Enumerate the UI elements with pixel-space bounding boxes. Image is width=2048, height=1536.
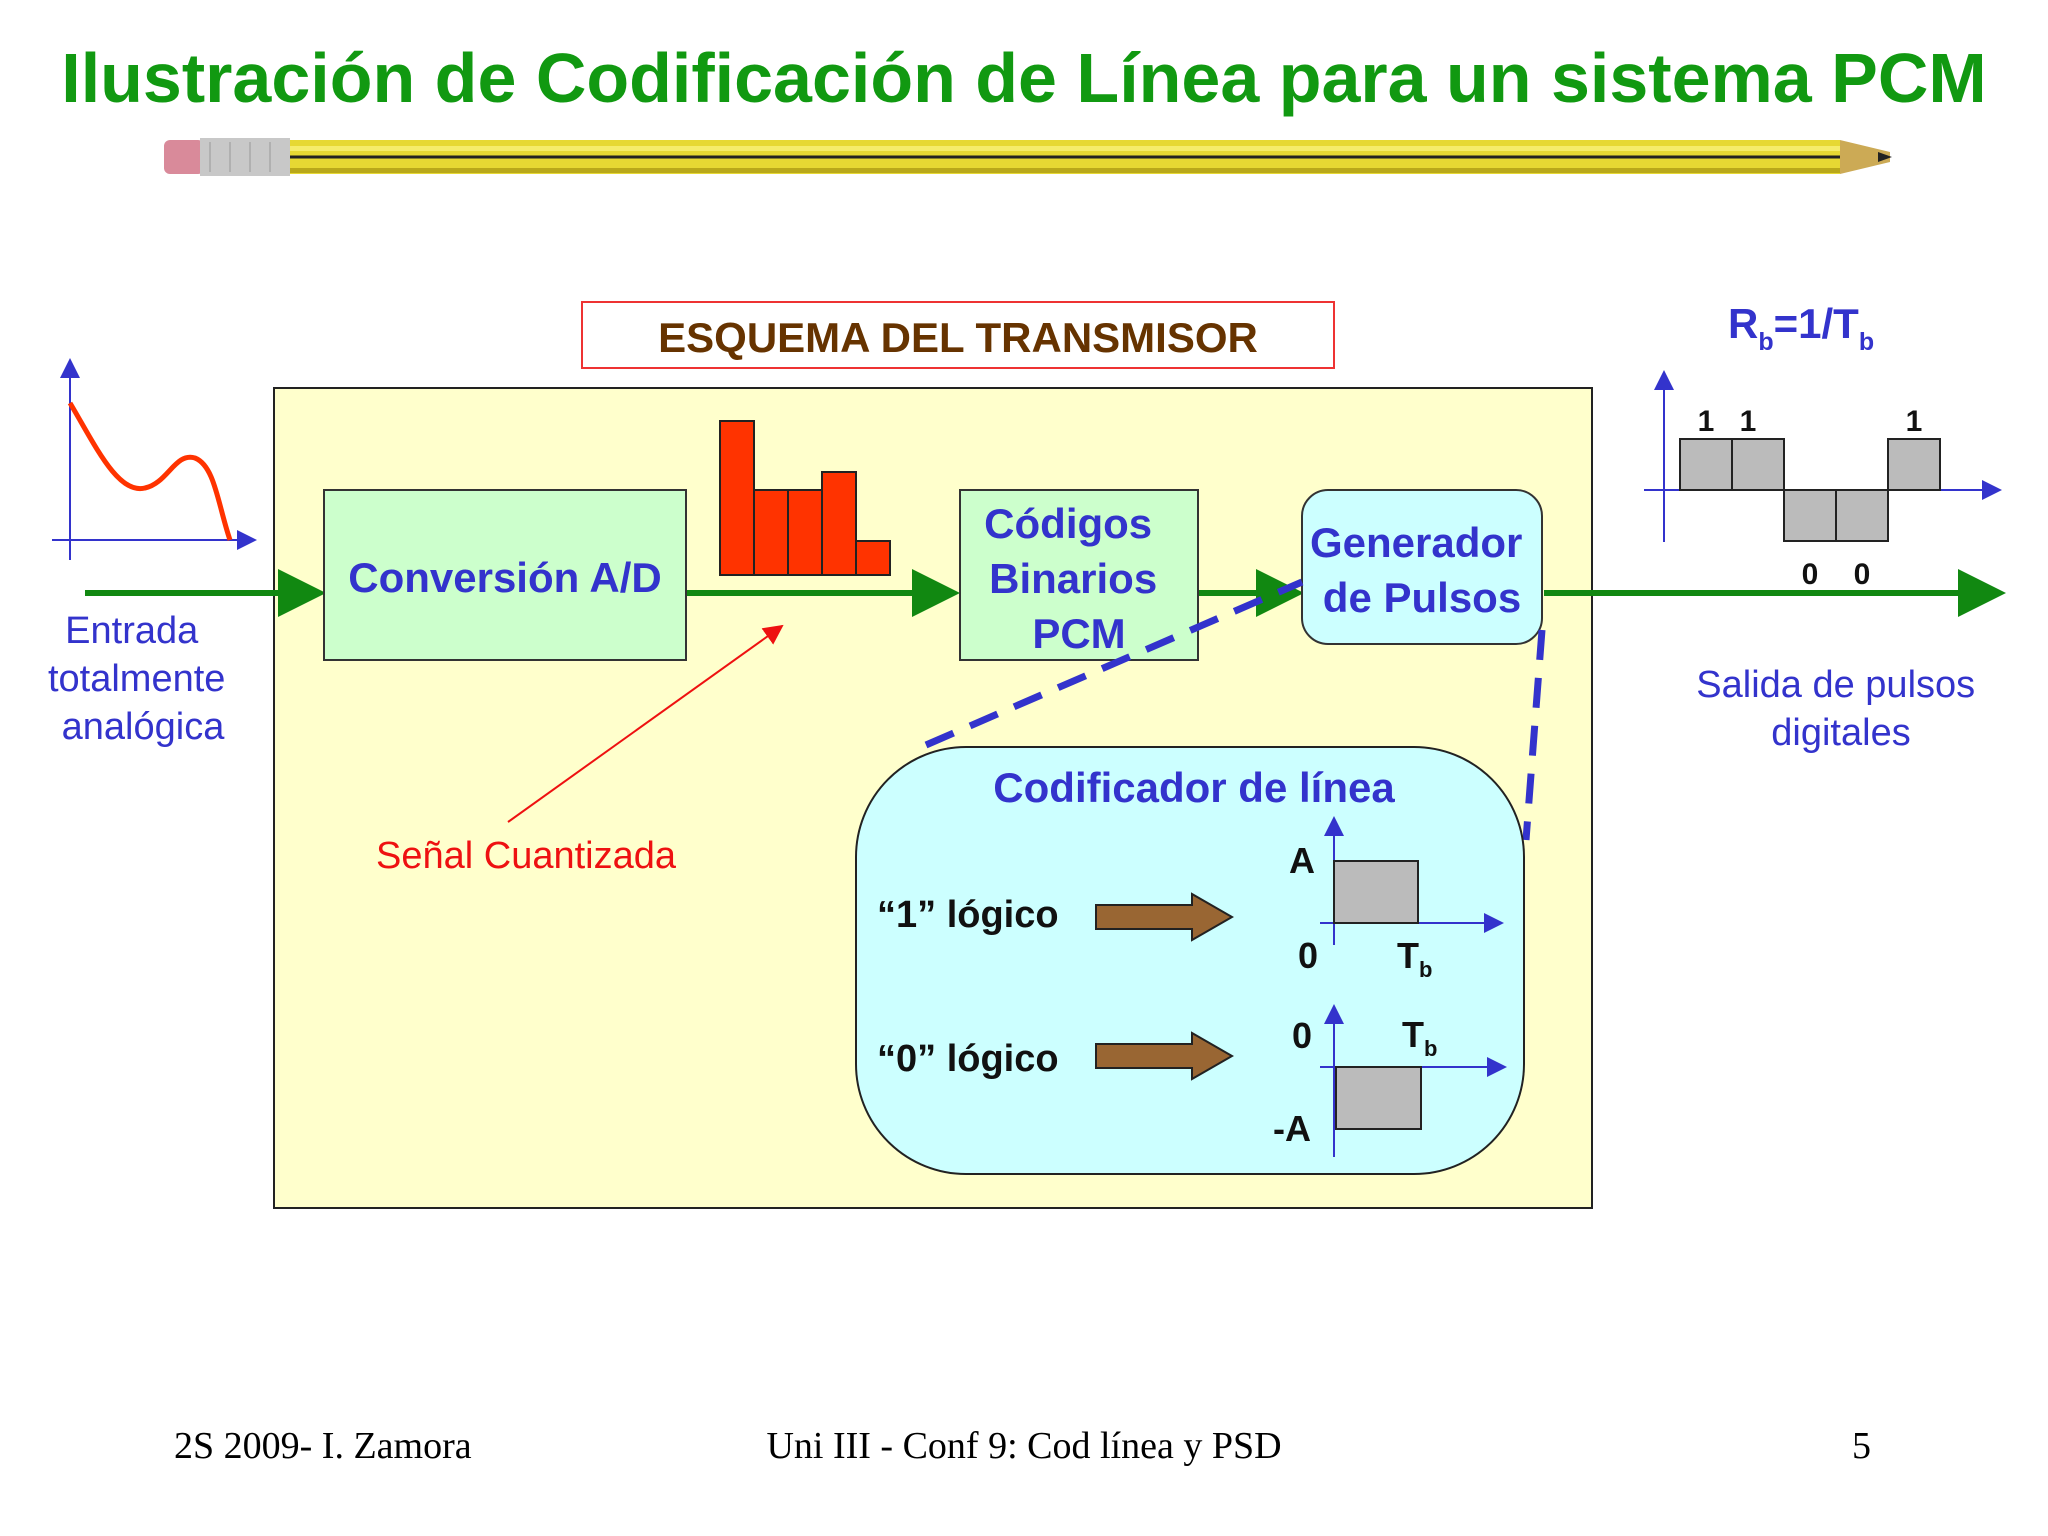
input-label: Entrada totalmente analógica — [48, 610, 236, 748]
neg-zero-label: 0 — [1292, 1015, 1312, 1056]
slide-title: Ilustración de Codificación de Línea par… — [61, 39, 1987, 117]
quantized-label: Señal Cuantizada — [376, 835, 677, 877]
pulse-generator-block — [1301, 489, 1543, 645]
positive-pulse — [1333, 860, 1419, 924]
svg-text:0: 0 — [1802, 558, 1819, 591]
logic-one-label: “1” lógico — [877, 894, 1059, 936]
footer-author: 2S 2009- I. Zamora — [174, 1425, 472, 1467]
pos-zero-label: 0 — [1298, 935, 1318, 976]
ad-converter-label: Conversión A/D — [348, 554, 661, 601]
pos-amplitude-label: A — [1289, 840, 1315, 881]
logic-zero-arrow-icon — [1095, 1031, 1235, 1081]
logic-one-arrow-icon — [1095, 892, 1235, 942]
svg-text:1: 1 — [1740, 405, 1757, 438]
pulse-generator-label: Generador de Pulsos — [1310, 519, 1534, 621]
quantized-pointer-arrow — [507, 624, 784, 823]
output-bit-labels: 1 1 0 0 1 — [1698, 405, 1923, 591]
output-pulse-train — [1644, 370, 2002, 542]
pcm-codes-block — [959, 489, 1199, 661]
svg-text:0: 0 — [1854, 558, 1871, 591]
neg-period-label: Tb — [1402, 1014, 1437, 1061]
neg-amplitude-label: -A — [1273, 1108, 1311, 1149]
bit-rate-formula: Rb=1/Tb — [1728, 300, 1874, 356]
svg-text:1: 1 — [1906, 405, 1923, 438]
section-label: ESQUEMA DEL TRANSMISOR — [658, 314, 1258, 361]
svg-text:1: 1 — [1698, 405, 1715, 438]
pcm-codes-label: Códigos Binarios PCM — [984, 500, 1169, 657]
output-label: Salida de pulsos digitales — [1696, 664, 1985, 754]
logic-zero-label: “0” lógico — [877, 1038, 1059, 1080]
analog-input-graph — [52, 358, 257, 560]
footer-course: Uni III - Conf 9: Cod línea y PSD — [766, 1425, 1282, 1467]
zoom-line-right — [1522, 629, 1546, 841]
pos-period-label: Tb — [1397, 935, 1432, 982]
quantized-bars — [719, 420, 891, 576]
footer-page-number: 5 — [1852, 1425, 1871, 1467]
line-coder-title: Codificador de línea — [993, 764, 1395, 811]
ad-converter-block — [323, 489, 687, 661]
zoom-line-left — [924, 578, 1304, 749]
pencil-divider-icon — [164, 138, 1892, 176]
negative-pulse — [1335, 1066, 1422, 1130]
section-label-box — [581, 301, 1335, 369]
